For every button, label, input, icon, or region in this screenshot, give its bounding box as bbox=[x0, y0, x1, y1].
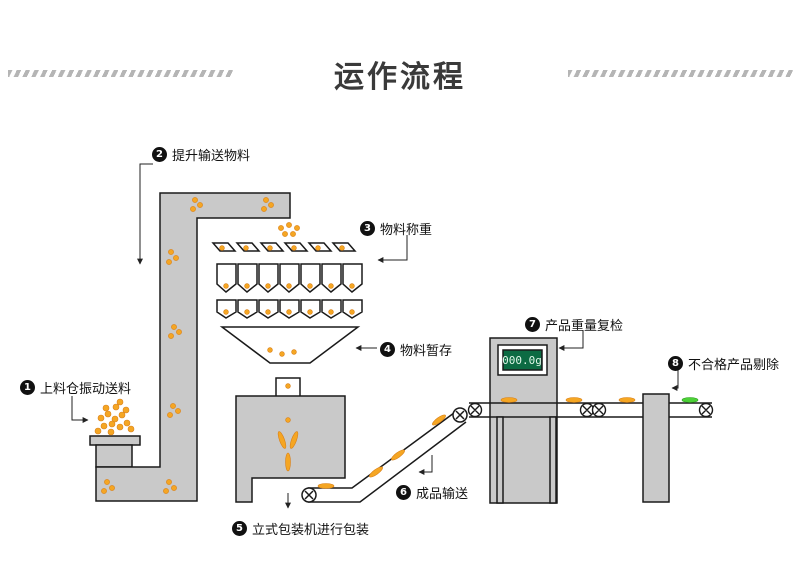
step-text: 物料称重 bbox=[380, 223, 433, 238]
step-number: 7 bbox=[525, 317, 540, 332]
step-8-label: 8 不合格产品剔除 bbox=[668, 354, 779, 373]
step-text: 不合格产品剔除 bbox=[688, 358, 780, 373]
step-number: 2 bbox=[152, 147, 167, 162]
left-decorative-stripe bbox=[8, 70, 234, 77]
step-number: 4 bbox=[380, 342, 395, 357]
rejected-product bbox=[681, 397, 699, 403]
vffs-packaging-machine bbox=[235, 395, 346, 503]
bucket-elevator bbox=[95, 192, 291, 502]
step-text: 上料仓振动送料 bbox=[40, 382, 132, 397]
step-1-label: 1 上料仓振动送料 bbox=[20, 378, 131, 397]
step-text: 成品输送 bbox=[416, 487, 469, 502]
step-text: 物料暂存 bbox=[400, 344, 453, 359]
step-number: 5 bbox=[232, 521, 247, 536]
callout-arrows bbox=[71, 163, 679, 509]
multihead-weigher bbox=[211, 242, 363, 401]
page-title: 运作流程 bbox=[334, 60, 466, 95]
step-2-label: 2 提升输送物料 bbox=[152, 145, 250, 164]
step-text: 产品重量复检 bbox=[545, 319, 624, 334]
feed-hopper bbox=[89, 435, 141, 468]
step-number: 3 bbox=[360, 221, 375, 236]
step-3-label: 3 物料称重 bbox=[360, 219, 432, 238]
step-4-label: 4 物料暂存 bbox=[380, 340, 452, 359]
checkweigher bbox=[469, 337, 712, 504]
step-6-label: 6 成品输送 bbox=[396, 483, 468, 502]
step-5-label: 5 立式包装机进行包装 bbox=[232, 519, 369, 538]
product-particles bbox=[94, 197, 636, 494]
step-number: 8 bbox=[668, 356, 683, 371]
conveyor-rollers bbox=[467, 402, 714, 418]
step-7-label: 7 产品重量复检 bbox=[525, 315, 623, 334]
scale-readout: 000.0g bbox=[502, 354, 542, 367]
step-text: 立式包装机进行包装 bbox=[252, 523, 370, 538]
right-decorative-stripe bbox=[568, 70, 794, 77]
step-number: 1 bbox=[20, 380, 35, 395]
reject-station bbox=[642, 393, 670, 503]
step-text: 提升输送物料 bbox=[172, 149, 251, 164]
step-number: 6 bbox=[396, 485, 411, 500]
